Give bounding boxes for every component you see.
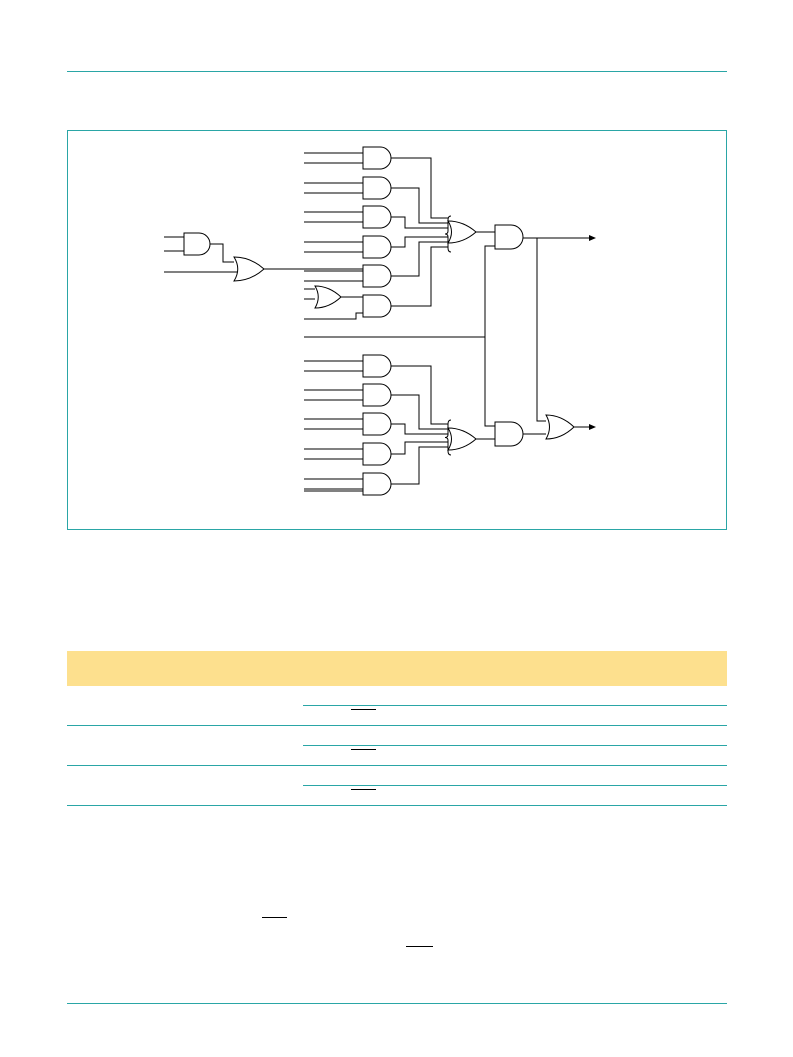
row-separator [303, 745, 727, 746]
or-gate [447, 427, 477, 451]
bus-brace [444, 215, 452, 253]
and-gate [362, 146, 392, 170]
wire [391, 187, 448, 224]
data-table [67, 651, 727, 806]
row-separator [67, 765, 727, 766]
logic-diagram [164, 146, 596, 496]
wire [391, 423, 448, 435]
arrow-head [589, 235, 596, 241]
or-gate [447, 220, 477, 244]
wire [484, 245, 495, 337]
row-separator [303, 785, 727, 786]
and-gate [362, 412, 392, 436]
table-row [67, 746, 727, 766]
overline-mark [351, 789, 376, 790]
overline-mark [406, 946, 433, 947]
wire [391, 394, 448, 430]
or-gate [314, 285, 342, 309]
and-gate [362, 235, 392, 259]
table-row [67, 726, 727, 746]
and-gate [362, 354, 392, 378]
wire [484, 337, 495, 427]
and-gate [362, 176, 392, 200]
row-separator [67, 805, 727, 806]
overline-mark [262, 917, 287, 918]
overline-mark [351, 749, 376, 750]
or-gate [545, 414, 575, 440]
table-row [67, 766, 727, 786]
table-body [67, 686, 727, 806]
wire [391, 441, 448, 455]
wire [536, 238, 546, 422]
wire [210, 243, 234, 263]
wire [391, 236, 448, 248]
wire [391, 246, 448, 307]
and-gate [362, 442, 392, 466]
logic-diagram-figure [67, 130, 727, 530]
arrow-head [589, 424, 596, 430]
table-row [67, 706, 727, 726]
and-gate [494, 421, 524, 447]
wire [391, 157, 448, 219]
wire [391, 241, 448, 277]
and-gate [362, 264, 392, 288]
table-row [67, 786, 727, 806]
and-gate [362, 472, 392, 496]
row-separator [303, 705, 727, 706]
or-gate [233, 256, 265, 282]
wire [391, 216, 448, 229]
table-row [67, 686, 727, 706]
table-header-row [67, 651, 727, 686]
and-gate [183, 232, 211, 256]
bus-brace [444, 419, 452, 456]
overline-mark [351, 709, 376, 710]
and-gate [362, 294, 392, 318]
and-gate [362, 205, 392, 229]
footer-rule [67, 1003, 727, 1004]
and-gate [494, 224, 524, 250]
wire [304, 312, 363, 320]
wire [391, 446, 448, 485]
header-rule [67, 71, 727, 72]
wire [391, 365, 448, 425]
row-separator [67, 725, 727, 726]
and-gate [362, 383, 392, 407]
